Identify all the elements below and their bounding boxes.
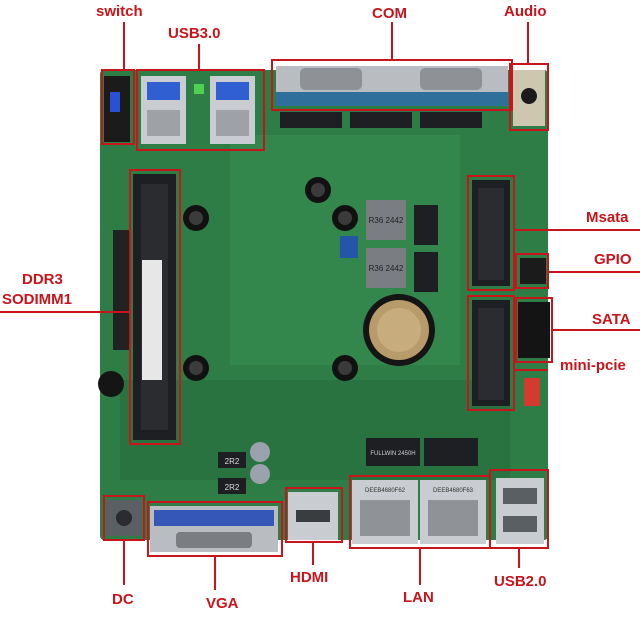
cmos-battery <box>363 294 435 366</box>
leader-lines <box>0 22 640 590</box>
choke-bottom-label: R36 2442 <box>369 264 404 273</box>
sata-connector <box>518 302 550 406</box>
label-msata: Msata <box>586 209 629 226</box>
minipcie-slot <box>472 300 510 406</box>
label-minipcie: mini-pcie <box>560 357 626 374</box>
switch-connector <box>104 76 130 142</box>
lan-port-2-label: DEEB4680F63 <box>433 488 474 494</box>
lan-port-1-label: DEEB4680F62 <box>365 488 406 494</box>
mounting-holes <box>183 177 358 381</box>
label-vga: VGA <box>206 595 239 612</box>
chokes: R36 2442 R36 2442 <box>340 200 438 292</box>
audio-jack <box>513 70 545 126</box>
dc-jack <box>106 500 142 536</box>
label-gpio: GPIO <box>594 251 632 268</box>
label-audio: Audio <box>504 3 547 20</box>
capacitors: 2R2 2R2 <box>218 442 270 494</box>
lan-ports: DEEB4680F62 DEEB4680F63 <box>352 480 486 544</box>
choke-top-label: R36 2442 <box>369 216 404 225</box>
label-dc: DC <box>112 591 134 608</box>
label-com: COM <box>372 5 407 22</box>
gpio-header <box>520 258 546 284</box>
vga-port <box>150 506 278 552</box>
label-usb30: USB3.0 <box>168 25 221 42</box>
hdmi-port <box>288 492 338 540</box>
usb20-ports <box>496 478 544 544</box>
label-sodimm1: SODIMM1 <box>2 291 73 308</box>
cap-2-label: 2R2 <box>225 483 240 492</box>
label-switch: switch <box>96 3 143 20</box>
label-lan: LAN <box>403 589 434 606</box>
cap-1-label: 2R2 <box>225 457 240 466</box>
com-ports <box>276 66 508 128</box>
ddr3-slot <box>98 174 176 440</box>
label-usb20: USB2.0 <box>494 573 547 590</box>
label-ddr3: DDR3 <box>22 271 63 288</box>
label-hdmi: HDMI <box>290 569 329 586</box>
usb30-ports <box>141 76 255 144</box>
label-sata: SATA <box>592 311 631 328</box>
msata-slot <box>472 180 510 286</box>
lan-chips: FULLWIN 2450H <box>366 438 478 466</box>
lan-chip-label: FULLWIN 2450H <box>370 451 415 457</box>
